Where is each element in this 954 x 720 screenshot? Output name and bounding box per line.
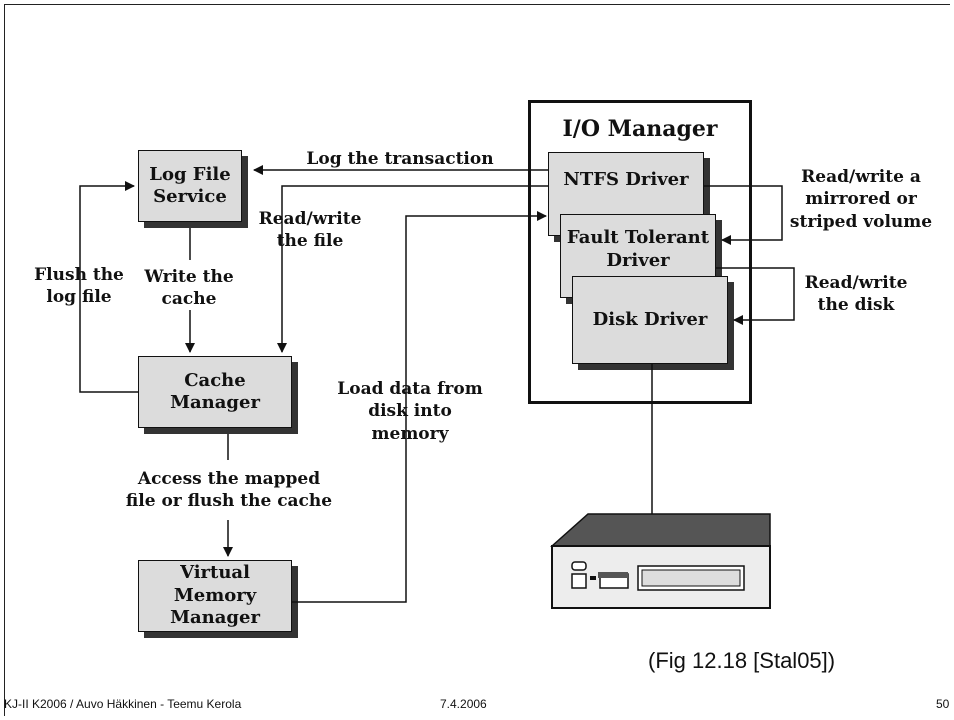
- footer-course: KJ-II K2006 / Auvo Häkkinen - Teemu Kero…: [4, 697, 242, 711]
- mirrored-arrow: [704, 185, 783, 245]
- footer-date: 7.4.2006: [440, 697, 487, 711]
- read-write-disk-label: Read/write the disk: [804, 273, 908, 316]
- read-write-file-label: Read/write the file: [258, 209, 362, 252]
- io-manager-title: I/O Manager: [562, 116, 718, 142]
- disk-drive-icon: [550, 513, 771, 609]
- load-data-label: Load data from disk into memory: [337, 379, 483, 444]
- flush-log-arrow: [79, 181, 138, 393]
- access-mapped-label: Access the mapped file or flush the cach…: [125, 469, 333, 512]
- write-cache-label: Write the cache: [144, 267, 234, 310]
- virtual-memory-manager-box: Virtual Memory Manager: [138, 560, 292, 632]
- log-file-service-box: Log File Service: [138, 150, 242, 222]
- read-write-mirrored-label: Read/write a mirrored or striped volume: [789, 167, 933, 232]
- load-data-arrow: [292, 211, 547, 603]
- footer-page: 50: [936, 697, 950, 711]
- disk-rw-arrow: [716, 267, 795, 325]
- disk-driver-box: Disk Driver: [572, 276, 728, 364]
- read-write-file-arrow: [277, 185, 548, 353]
- slide-frame: [4, 4, 950, 716]
- figure-caption: (Fig 12.18 [Stal05]): [648, 648, 836, 673]
- cache-manager-box: Cache Manager: [138, 356, 292, 428]
- log-transaction-label: Log the transaction: [306, 149, 494, 169]
- flush-log-label: Flush the log file: [34, 265, 124, 308]
